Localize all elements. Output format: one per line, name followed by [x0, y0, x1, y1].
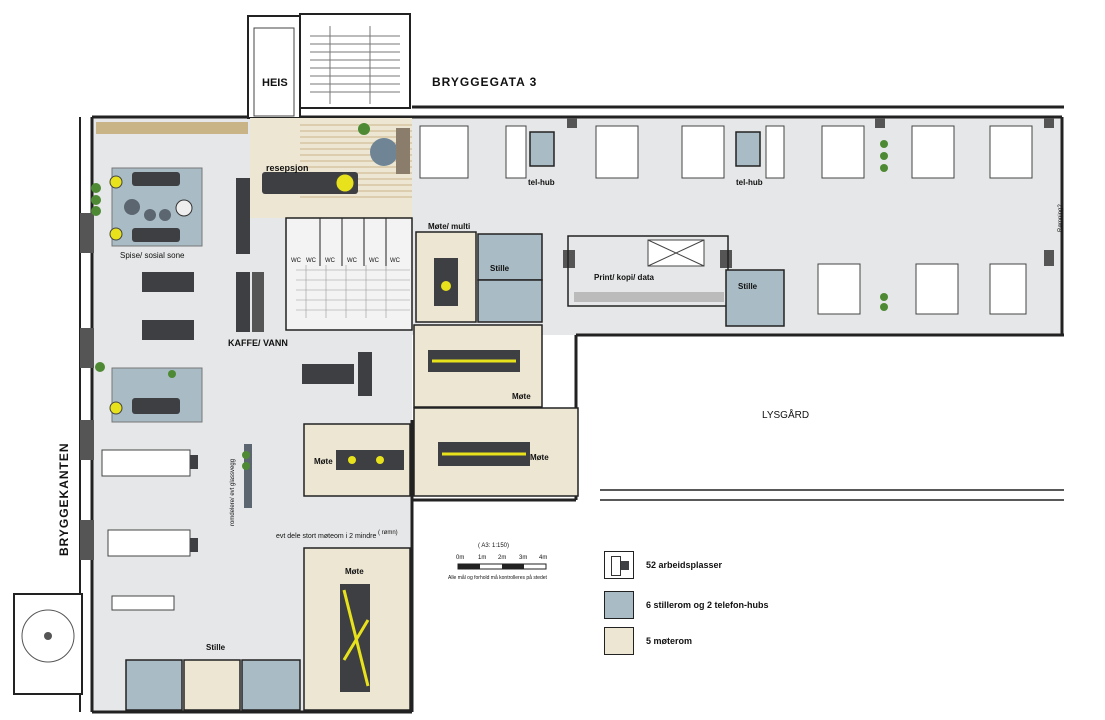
elevator-label: HEIS: [262, 77, 288, 89]
meeting-multi-label: Møte/ multi: [428, 222, 470, 231]
coffee-label: KAFFE/ VANN: [228, 338, 288, 348]
desk-icon: [604, 551, 634, 579]
legend-item-workstations: 52 arbeidsplasser: [604, 548, 722, 582]
plants: [91, 123, 888, 470]
quiet-label-a: Stille: [490, 264, 510, 273]
scale-tick-0: 0m: [456, 555, 464, 561]
quiet-room-a: [477, 233, 543, 323]
social-label: Spise/ sosial sone: [120, 251, 185, 260]
legend-label-quiet-rooms: 6 stillerom og 2 telefon-hubs: [646, 600, 769, 610]
reception-label: resepsjon: [266, 163, 309, 173]
wc-block: [285, 217, 413, 331]
social-zone: [109, 167, 203, 423]
print-label: Print/ kopi/ data: [594, 273, 655, 282]
print-area: [567, 235, 729, 307]
escape-right-label: Rømning?: [1058, 204, 1064, 232]
quiet-label-b: Stille: [738, 282, 758, 291]
workstation-clusters: [419, 125, 1033, 315]
street-label-left: BRYGGEKANTEN: [57, 442, 71, 556]
quiet-room-b: [725, 269, 785, 327]
stair-tower: [247, 13, 411, 119]
meeting-room-2: [413, 407, 579, 497]
tel-hubs: [529, 131, 761, 167]
legend-label-meeting-rooms: 5 møterom: [646, 636, 693, 646]
escape-small-label: ( rømn): [378, 530, 398, 536]
quiet-label-bottom: Stille: [206, 643, 226, 652]
meeting-room-1: [413, 324, 543, 408]
split-note-line: evt dele stort møteom i 2 mindre: [276, 533, 376, 540]
window-strip: [96, 122, 248, 134]
tel-hub-label-1: tel-hub: [528, 178, 555, 187]
glass-wall-label: romdelere/ evt glassvegg: [230, 459, 236, 526]
scale-title: ( A3: 1:150): [478, 543, 509, 549]
quiet-rooms-bottom: [125, 659, 301, 711]
legend-item-quiet-rooms: 6 stillerom og 2 telefon-hubs: [604, 588, 769, 622]
meeting-room-4: [303, 547, 411, 711]
wc-label-2: WC: [306, 258, 317, 264]
wc-label-3: WC: [325, 258, 336, 264]
left-desks: [101, 449, 198, 611]
scale-note: Alle mål og forhold må kontrolleres på s…: [448, 574, 548, 581]
glass-divider: [244, 444, 252, 508]
kitchen-units: [236, 178, 264, 332]
meeting-label-2: Møte: [530, 453, 549, 462]
quiet-room-swatch: [604, 591, 634, 619]
wc-label-1: WC: [291, 258, 302, 264]
scale-tick-3: 3m: [519, 555, 527, 561]
meeting-label-4: Møte: [345, 567, 364, 576]
scale-bar: [457, 563, 547, 570]
wall-pillars: [80, 118, 1054, 560]
street-label-top: BRYGGEGATA 3: [432, 75, 537, 89]
meeting-label-1: Møte: [512, 392, 531, 401]
cafe-table: [302, 364, 354, 384]
scale-tick-2: 2m: [498, 555, 506, 561]
meeting-room-swatch: [604, 627, 634, 655]
wc-label-5: WC: [369, 258, 380, 264]
wc-label-4: WC: [347, 258, 358, 264]
tel-hub-label-2: tel-hub: [736, 178, 763, 187]
scale-tick-4: 4m: [539, 555, 547, 561]
legend-label-workstations: 52 arbeidsplasser: [646, 560, 723, 570]
spiral-stair: [13, 593, 83, 695]
meeting-room-3: [303, 423, 411, 497]
legend: 52 arbeidsplasser 6 stillerom og 2 telef…: [604, 548, 904, 658]
wc-label-6: WC: [390, 258, 401, 264]
legend-item-meeting-rooms: 5 møterom: [604, 624, 692, 658]
courtyard-label: LYSGÅRD: [762, 408, 809, 421]
meeting-multi-room: [415, 231, 477, 323]
scale-tick-1: 1m: [478, 555, 486, 561]
cafe-counter: [358, 352, 372, 396]
reception-area: [250, 118, 412, 218]
meeting-label-3: Møte: [314, 457, 333, 466]
